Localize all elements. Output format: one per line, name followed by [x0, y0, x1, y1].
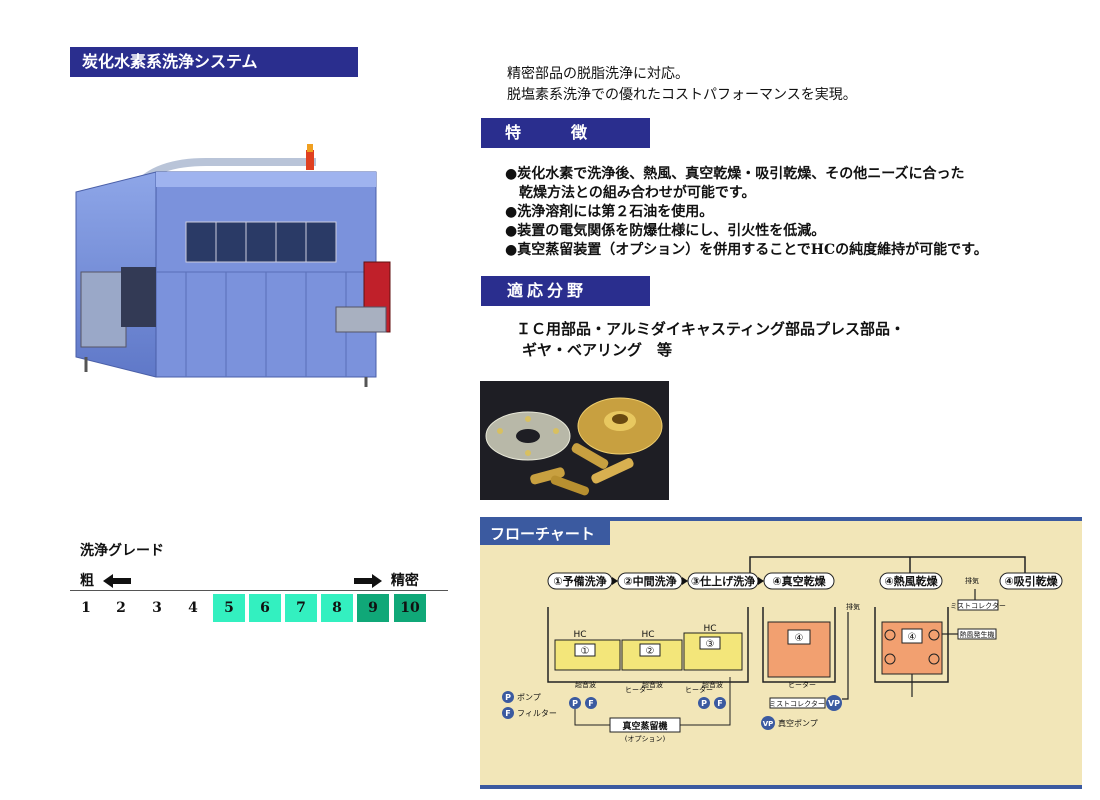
grade-level-1: 1	[70, 594, 102, 622]
tank-num-3: ③	[706, 639, 715, 650]
arrow-left-icon	[102, 574, 131, 588]
mist-collector-1: ミストコレクター	[769, 699, 825, 708]
flow-step-3: ③仕上げ洗浄	[691, 574, 755, 588]
grade-level-7: 7	[285, 594, 317, 622]
heater-label-1: ヒーター	[625, 685, 653, 694]
legend-pump: ポンプ	[517, 693, 541, 702]
heater-label-2: ヒーター	[685, 685, 713, 694]
grade-level-9: 9	[357, 594, 389, 622]
parts-photo	[480, 381, 669, 500]
flow-step-4: ④真空乾燥	[772, 574, 826, 588]
intro-line-1: 精密部品の脱脂洗浄に対応。	[507, 66, 689, 82]
grade-level-6: 6	[249, 594, 281, 622]
grade-title: 洗浄グレード	[80, 543, 164, 559]
feature-item: ●装置の電気関係を防爆仕様にし、引火性を低減。	[505, 223, 826, 239]
flowchart-header: フローチャート	[490, 525, 595, 543]
feature-item: ●真空蒸留装置（オプション）を併用することでHCの純度維持が可能です。	[505, 242, 988, 258]
tank-label-2: HC	[641, 630, 654, 640]
application-line-1: ＩＣ用部品・アルミダイキャスティング部品プレス部品・	[516, 320, 905, 338]
page-title: 炭化水素系洗浄システム	[70, 47, 358, 77]
hot-air-generator: 熱風発生機	[960, 630, 995, 639]
tank-num-1: ①	[581, 646, 590, 657]
arrow-right-icon	[354, 574, 382, 588]
feature-item: ●炭化水素で洗浄後、熱風、真空乾燥・吸引乾燥、その他ニーズに合った	[505, 166, 965, 182]
applications-heading: 適応分野	[481, 276, 650, 306]
legend-vacuum-pump: 真空ポンプ	[778, 718, 818, 728]
grade-coarse: 粗	[80, 570, 131, 590]
exhaust-1: 排気	[846, 602, 860, 611]
exhaust-2: 排気	[965, 576, 979, 585]
grade-level-8: 8	[321, 594, 353, 622]
grade-level-5: 5	[213, 594, 245, 622]
flowchart-header-tab	[480, 521, 610, 545]
filter-symbol-2: F	[717, 699, 722, 708]
ultrasonic-label-3: 超音波	[702, 680, 723, 689]
cleaning-machine-photo	[75, 144, 391, 387]
tank-num-2: ②	[646, 646, 655, 657]
features-heading-right: 徴	[571, 123, 589, 142]
feature-item: 乾燥方法との組み合わせが可能です。	[505, 185, 756, 201]
pump-symbol-2: P	[701, 699, 707, 708]
application-line-2: ギヤ・ベアリング 等	[522, 341, 673, 359]
grade-level-10: 10	[394, 594, 426, 622]
feature-item: ●洗浄溶剤には第２石油を使用。	[505, 204, 714, 220]
features-heading-left: 特	[505, 123, 523, 142]
tank-label-1: HC	[573, 630, 586, 640]
vacuum-distiller: 真空蒸留機	[622, 720, 667, 732]
legend-filter: フィルター	[517, 709, 557, 718]
grade-fine-label: 精密	[390, 573, 419, 589]
legend-filter-symbol: F	[505, 709, 510, 718]
legend-vp-symbol: VP	[763, 720, 774, 728]
grade-coarse-label: 粗	[80, 573, 94, 589]
ultrasonic-label-1: 超音波	[575, 680, 596, 689]
filter-symbol-1: F	[588, 699, 593, 708]
intro-line-2: 脱塩素系洗浄での優れたコストパフォーマンスを実現。	[507, 87, 857, 103]
flow-step-suction: ④吸引乾燥	[1004, 574, 1058, 588]
vp-symbol: VP	[828, 699, 840, 708]
pump-symbol-1: P	[572, 699, 578, 708]
legend-pump-symbol: P	[505, 693, 511, 702]
grade-level-3: 3	[141, 594, 173, 622]
hot-air-num: ④	[908, 632, 917, 643]
mist-collector-2: ミストコレクター	[950, 601, 1006, 610]
flowchart: フローチャート ①予備洗浄 ②中間洗浄 ③仕上げ洗浄 ④真空乾燥 ④熱風乾燥 ④…	[480, 517, 1082, 789]
ultrasonic-label-2: 超音波	[642, 680, 663, 689]
grade-level-4: 4	[177, 594, 209, 622]
grade-divider	[70, 590, 448, 591]
tank-label-3: HC	[703, 624, 716, 634]
grade-fine: 精密	[354, 570, 419, 590]
vacuum-distiller-option: (オプション)	[625, 735, 666, 743]
flow-step-2: ②中間洗浄	[623, 574, 676, 588]
flow-step-1: ①予備洗浄	[553, 574, 606, 588]
dryer-heater-label: ヒーター	[788, 680, 816, 689]
dryer-num: ④	[795, 633, 804, 644]
grade-level-2: 2	[105, 594, 137, 622]
flow-step-hot-air: ④熱風乾燥	[884, 574, 938, 588]
features-heading: 特徴	[481, 118, 650, 148]
